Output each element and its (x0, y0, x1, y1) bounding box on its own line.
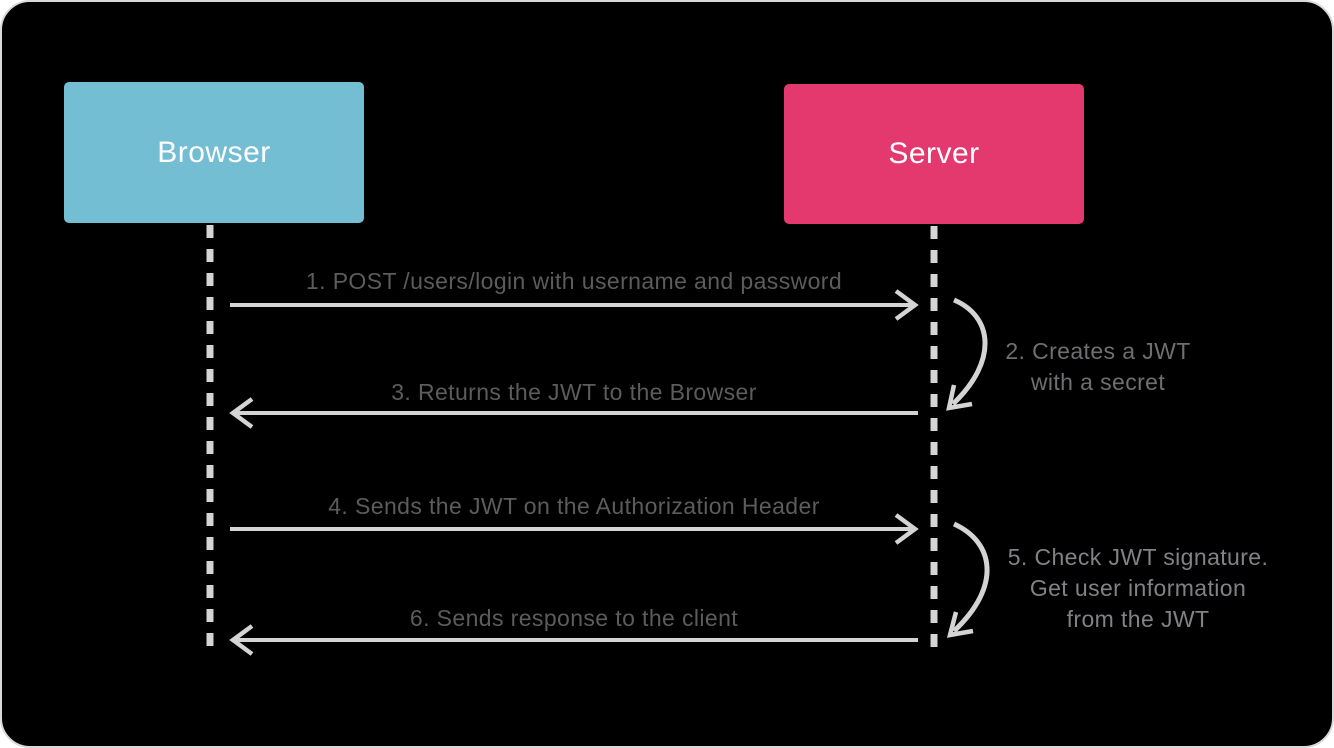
message-5-label-line-1: 5. Check JWT signature. (1007, 544, 1269, 570)
server-actor-box: Server (784, 84, 1084, 224)
message-5-label-line-2: Get user information (1029, 575, 1247, 601)
self-loop-5-arrow (946, 521, 990, 638)
message-3-label: 3. Returns the JWT to the Browser (391, 379, 757, 405)
server-actor-label: Server (888, 137, 980, 170)
message-3-arrow (229, 397, 918, 429)
message-5-label-line-3: from the JWT (1066, 606, 1210, 632)
message-1-arrow (230, 289, 919, 321)
message-2-label-line-1: 2. Creates a JWT (1005, 338, 1191, 364)
message-5-label: 5. Check JWT signature. Get user informa… (993, 542, 1283, 635)
self-loop-2-arrow (946, 297, 988, 411)
message-1-label: 1. POST /users/login with username and p… (305, 268, 843, 294)
browser-actor-box: Browser (64, 82, 364, 223)
message-2-label: 2. Creates a JWT with a secret (968, 336, 1228, 398)
message-4-label: 4. Sends the JWT on the Authorization He… (328, 493, 820, 519)
message-4-arrow (230, 513, 919, 545)
message-6-label: 6. Sends response to the client (409, 605, 739, 631)
browser-actor-label: Browser (157, 135, 271, 169)
message-6-arrow (229, 624, 918, 656)
message-2-label-line-2: with a secret (1030, 369, 1166, 395)
